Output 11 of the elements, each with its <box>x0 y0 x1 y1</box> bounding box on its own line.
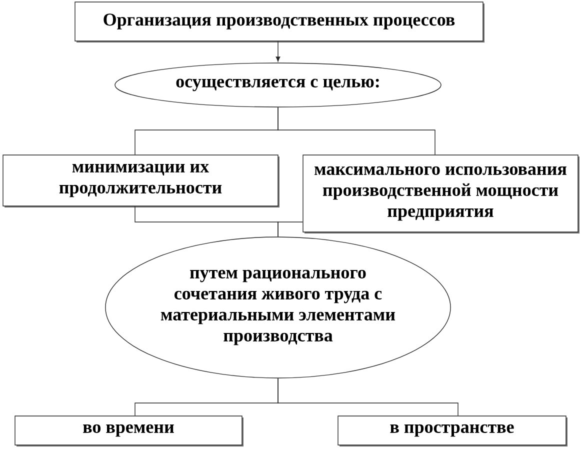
process-box: Организация производственных процессов <box>74 2 484 42</box>
process-box: минимизации их продолжительности <box>2 154 280 208</box>
connector-line <box>278 378 458 416</box>
connector-line <box>278 222 303 237</box>
process-box: максимального использования производственной мощности предприятия <box>302 154 580 234</box>
process-box: в пространстве <box>338 416 568 446</box>
ellipse-node: осуществляется с целью: <box>114 62 442 108</box>
process-box: во времени <box>14 416 244 446</box>
connector-line <box>278 107 436 155</box>
arrow <box>276 41 280 62</box>
ellipse-node: путем рационального сочетания живого труда с материальными элементами производства <box>105 236 451 378</box>
